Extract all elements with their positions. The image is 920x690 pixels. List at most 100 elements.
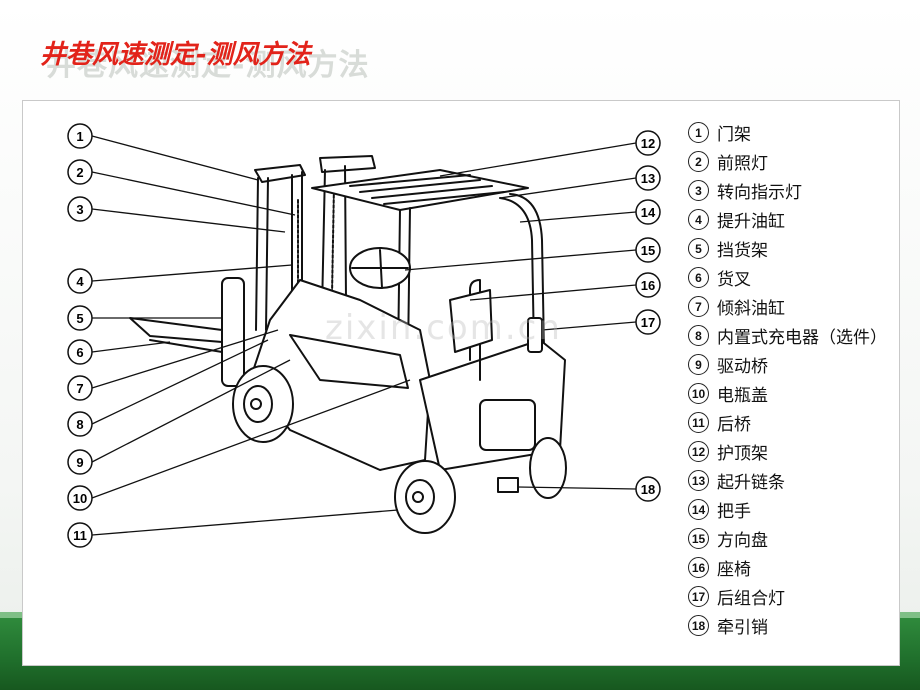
legend-label: 挡货架 xyxy=(717,241,768,261)
legend-number: 5 xyxy=(688,238,709,259)
legend-item: 8 内置式充电器（选件） xyxy=(688,321,898,350)
legend-label: 提升油缸 xyxy=(717,212,785,232)
legend-label: 转向指示灯 xyxy=(717,183,802,203)
legend-item: 16 座椅 xyxy=(688,553,898,582)
legend-label: 后桥 xyxy=(717,415,751,435)
legend-number: 12 xyxy=(688,441,709,462)
svg-text:1: 1 xyxy=(76,129,83,144)
svg-text:3: 3 xyxy=(76,202,83,217)
legend-item: 4 提升油缸 xyxy=(688,205,898,234)
callout-7: 7 xyxy=(67,375,93,401)
legend-label: 座椅 xyxy=(717,560,751,580)
legend-label: 把手 xyxy=(717,502,751,522)
legend-number: 3 xyxy=(688,180,709,201)
legend-number: 4 xyxy=(688,209,709,230)
legend-label: 门架 xyxy=(717,125,751,145)
svg-text:14: 14 xyxy=(641,205,656,220)
callout-4: 4 xyxy=(67,268,93,294)
legend-label: 护顶架 xyxy=(717,444,768,464)
legend-item: 17 后组合灯 xyxy=(688,582,898,611)
legend-label: 倾斜油缸 xyxy=(717,299,785,319)
callout-6: 6 xyxy=(67,339,93,365)
svg-text:8: 8 xyxy=(76,417,83,432)
callout-3: 3 xyxy=(67,196,93,222)
callout-9: 9 xyxy=(67,449,93,475)
svg-text:7: 7 xyxy=(76,381,83,396)
svg-text:12: 12 xyxy=(641,136,655,151)
callout-18: 18 xyxy=(635,476,661,502)
svg-text:9: 9 xyxy=(76,455,83,470)
legend-item: 5 挡货架 xyxy=(688,234,898,263)
watermark-text: zixin.com.cn xyxy=(325,308,562,348)
legend-label: 起升链条 xyxy=(717,473,785,493)
legend-number: 7 xyxy=(688,296,709,317)
callout-leaders-right xyxy=(404,142,637,490)
legend-number: 10 xyxy=(688,383,709,404)
svg-text:11: 11 xyxy=(73,528,87,543)
svg-text:5: 5 xyxy=(76,311,83,326)
legend-item: 9 驱动桥 xyxy=(688,350,898,379)
legend-item: 7 倾斜油缸 xyxy=(688,292,898,321)
callout-16: 16 xyxy=(635,272,661,298)
legend-number: 13 xyxy=(688,470,709,491)
svg-text:4: 4 xyxy=(76,274,84,289)
legend-label: 牵引销 xyxy=(717,618,768,638)
legend-label: 货叉 xyxy=(717,270,751,290)
legend-number: 18 xyxy=(688,615,709,636)
svg-text:6: 6 xyxy=(76,345,83,360)
callout-8: 8 xyxy=(67,411,93,437)
callout-circles-right: 12 13 14 15 16 17 18 xyxy=(635,130,661,502)
slide-title-text: 井巷风速测定-测风方法 xyxy=(40,40,311,70)
slide-title: 井巷风速测定-测风方法 井巷风速测定-测风方法 xyxy=(40,30,400,83)
legend-number: 9 xyxy=(688,354,709,375)
legend-item: 6 货叉 xyxy=(688,263,898,292)
legend-number: 6 xyxy=(688,267,709,288)
legend-number: 17 xyxy=(688,586,709,607)
legend-item: 10 电瓶盖 xyxy=(688,379,898,408)
callout-1: 1 xyxy=(67,123,93,149)
legend-number: 14 xyxy=(688,499,709,520)
callout-2: 2 xyxy=(67,159,93,185)
legend-label: 内置式充电器（选件） xyxy=(717,328,887,348)
callout-17: 17 xyxy=(635,309,661,335)
legend-number: 2 xyxy=(688,151,709,172)
callout-10: 10 xyxy=(67,485,93,511)
parts-legend: 1 门架 2 前照灯 3 转向指示灯 4 提升油缸 5 挡货架 6 货叉 7 倾斜油缸 8 内置式充电器（选件… xyxy=(688,118,898,640)
svg-text:13: 13 xyxy=(641,171,655,186)
legend-item: 2 前照灯 xyxy=(688,147,898,176)
legend-number: 11 xyxy=(688,412,709,433)
callout-13: 13 xyxy=(635,165,661,191)
legend-label: 驱动桥 xyxy=(717,357,768,377)
legend-item: 11 后桥 xyxy=(688,408,898,437)
legend-label: 前照灯 xyxy=(717,154,768,174)
legend-label: 方向盘 xyxy=(717,531,768,551)
legend-label: 电瓶盖 xyxy=(717,386,768,406)
callout-15: 15 xyxy=(635,237,661,263)
slide-title-shadow: 井巷风速测定-测风方法 xyxy=(46,48,370,83)
legend-item: 3 转向指示灯 xyxy=(688,176,898,205)
legend-number: 16 xyxy=(688,557,709,578)
callout-11: 11 xyxy=(67,522,93,548)
svg-text:17: 17 xyxy=(641,315,655,330)
callout-5: 5 xyxy=(67,305,93,331)
svg-text:16: 16 xyxy=(641,278,655,293)
svg-text:18: 18 xyxy=(641,482,655,497)
legend-number: 8 xyxy=(688,325,709,346)
legend-item: 14 把手 xyxy=(688,495,898,524)
svg-text:2: 2 xyxy=(76,165,83,180)
callout-circles-left: 1 2 3 4 5 6 7 8 9 10 11 xyxy=(67,123,93,548)
callout-14: 14 xyxy=(635,199,661,225)
svg-text:10: 10 xyxy=(73,491,87,506)
legend-item: 1 门架 xyxy=(688,118,898,147)
legend-number: 1 xyxy=(688,122,709,143)
legend-item: 12 护顶架 xyxy=(688,437,898,466)
callout-leaders-left xyxy=(91,135,411,536)
legend-item: 13 起升链条 xyxy=(688,466,898,495)
legend-number: 15 xyxy=(688,528,709,549)
legend-item: 18 牵引销 xyxy=(688,611,898,640)
svg-text:15: 15 xyxy=(641,243,655,258)
legend-label: 后组合灯 xyxy=(717,589,785,609)
callout-12: 12 xyxy=(635,130,661,156)
legend-item: 15 方向盘 xyxy=(688,524,898,553)
